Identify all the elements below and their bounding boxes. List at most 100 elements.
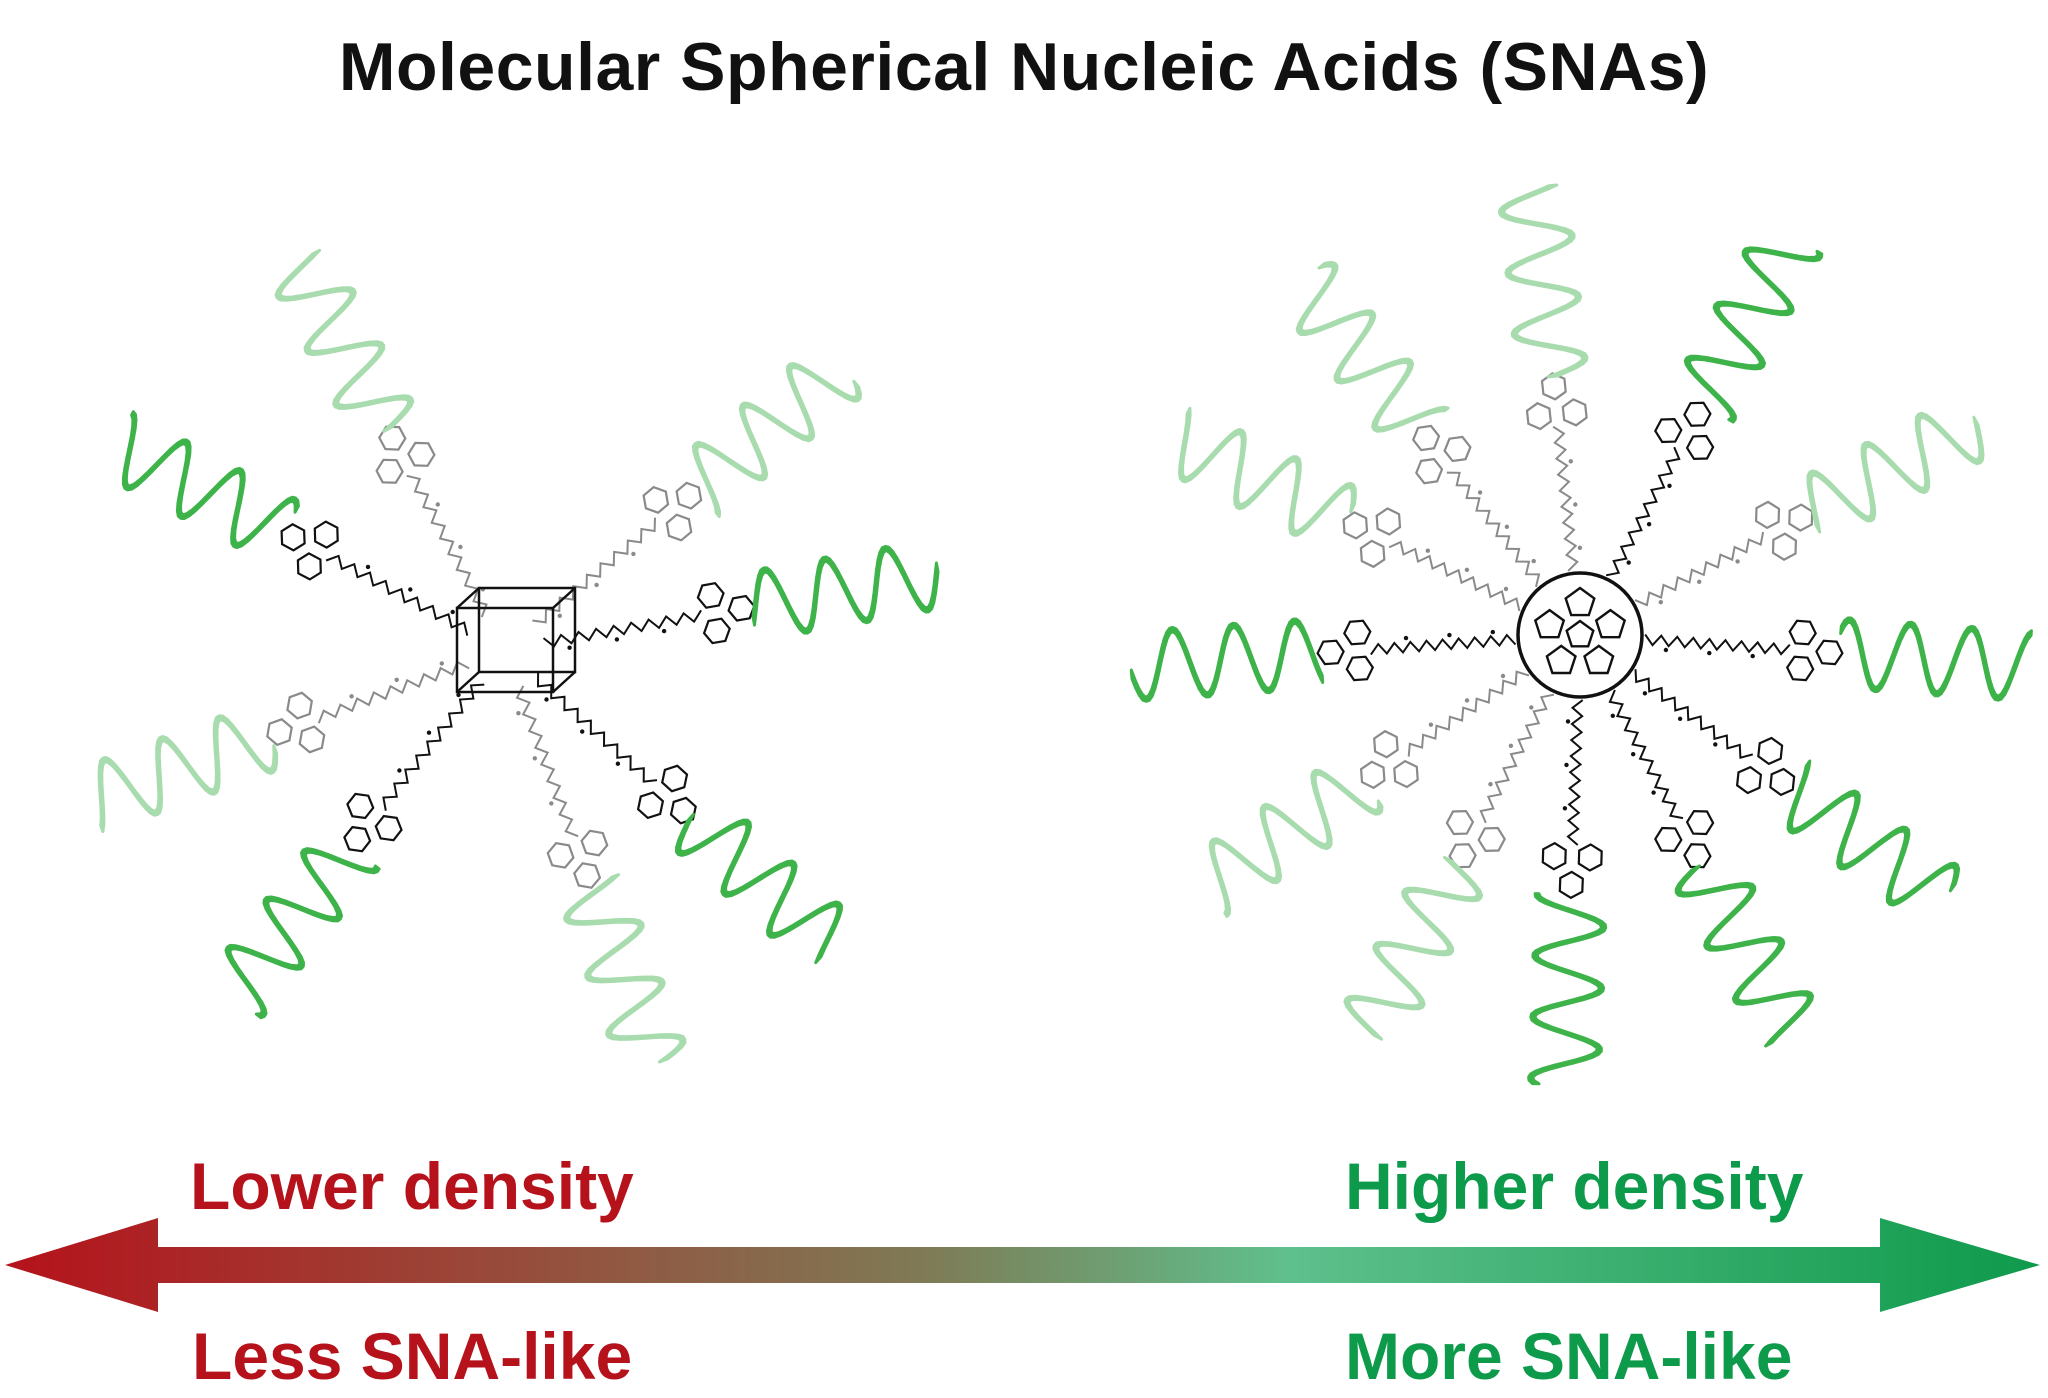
dna-helix-icon: [1498, 183, 1589, 379]
oxygen-atom-icon: [397, 768, 402, 773]
benzene-ring-icon: [580, 829, 609, 857]
benzene-ring-icon: [1540, 372, 1567, 401]
benzene-ring-icon: [1415, 457, 1444, 485]
benzene-ring-icon: [375, 458, 404, 484]
dna-helix-icon: [1129, 617, 1325, 703]
oxygen-atom-icon: [1735, 559, 1740, 564]
sna-arm: [1644, 616, 2033, 702]
benzene-ring-icon: [1577, 843, 1603, 872]
peg-linker: [325, 554, 469, 636]
dna-helix-icon: [675, 812, 843, 965]
silsesquioxane-cage-icon: [455, 586, 577, 694]
peg-linker: [382, 683, 485, 811]
dna-helix-icon: [224, 847, 381, 1020]
benzene-ring-icon: [1685, 434, 1715, 461]
oxygen-atom-icon: [408, 587, 413, 592]
dna-helix-icon: [1683, 246, 1824, 424]
oxygen-atom-icon: [394, 677, 399, 682]
sna-arm: [274, 248, 488, 618]
oxygen-atom-icon: [567, 645, 572, 650]
sna-arm: [536, 672, 843, 965]
peg-linker: [1388, 540, 1521, 612]
benzene-ring-icon: [702, 617, 731, 645]
peg-linker: [1552, 425, 1579, 572]
oxygen-atom-icon: [1447, 632, 1452, 638]
density-arrow: [5, 1218, 2040, 1312]
oxygen-atom-icon: [1562, 806, 1568, 811]
oxygen-atom-icon: [1663, 647, 1669, 653]
sna-arm: [1295, 260, 1541, 588]
benzene-ring-icon: [1316, 639, 1345, 666]
oxygen-atom-icon: [1531, 558, 1536, 564]
density-gradient-arrow: [5, 1218, 2040, 1312]
oxygen-atom-icon: [1508, 743, 1514, 748]
oxygen-atom-icon: [594, 582, 599, 588]
dna-helix-icon: [1806, 411, 1985, 534]
fullerene-cage-icon: [1516, 571, 1644, 699]
dna-helix-icon: [1674, 864, 1814, 1048]
benzene-ring-icon: [1443, 435, 1472, 463]
benzene-ring-icon: [573, 862, 602, 889]
oxygen-atom-icon: [1577, 545, 1583, 550]
sna-arm: [1498, 183, 1589, 572]
benzene-ring-icon: [1815, 639, 1844, 666]
benzene-ring-icon: [1541, 841, 1567, 871]
benzene-ring-icon: [636, 791, 665, 820]
sna-arm: [1634, 411, 1985, 607]
benzene-ring-icon: [669, 796, 697, 825]
dna-helix-icon: [121, 410, 300, 550]
low-density-sna: [97, 248, 940, 1064]
oxygen-atom-icon: [1568, 459, 1574, 464]
benzene-ring-icon: [298, 725, 326, 754]
benzene-ring-icon: [660, 764, 689, 793]
benzene-ring-icon: [1771, 532, 1798, 561]
oxygen-atom-icon: [1626, 560, 1631, 565]
benzene-ring-icon: [346, 792, 375, 820]
dna-helix-icon: [1295, 260, 1450, 433]
oxygen-atom-icon: [1573, 502, 1578, 507]
peg-linker: [1566, 699, 1584, 846]
oxygen-atom-icon: [1464, 698, 1470, 703]
benzene-ring-icon: [1735, 765, 1763, 795]
benzene-ring-icon: [378, 425, 407, 451]
benzene-ring-icon: [1375, 507, 1402, 536]
dna-helix-icon: [751, 545, 940, 635]
benzene-ring-icon: [343, 825, 372, 853]
benzene-ring-icon: [1685, 809, 1715, 836]
oxygen-atom-icon: [549, 801, 554, 806]
oxygen-atom-icon: [1503, 586, 1509, 592]
benzene-ring-icon: [1373, 729, 1399, 759]
benzene-ring-icon: [1359, 760, 1386, 790]
lower-density-label: Lower density: [190, 1149, 634, 1223]
benzene-ring-icon: [1359, 539, 1386, 569]
sna-arm: [515, 685, 687, 1064]
dna-helix-icon: [1839, 616, 2033, 702]
peg-linker: [1446, 471, 1541, 588]
dna-helix-icon: [1208, 768, 1384, 918]
sna-arm: [97, 660, 470, 834]
sna-arm: [121, 410, 469, 636]
benzene-ring-icon: [1448, 843, 1477, 869]
oxygen-atom-icon: [456, 692, 461, 698]
more-sna-like-label: More SNA-like: [1345, 1319, 1793, 1393]
benzene-ring-icon: [1561, 398, 1588, 427]
benzene-ring-icon: [407, 441, 436, 467]
peg-linker: [1608, 689, 1684, 820]
oxygen-atom-icon: [1631, 752, 1636, 757]
oxygen-atom-icon: [615, 761, 621, 766]
oxygen-atom-icon: [439, 661, 444, 666]
oxygen-atom-icon: [1713, 742, 1718, 747]
oxygen-atom-icon: [435, 502, 440, 507]
oxygen-atom-icon: [580, 729, 585, 734]
page-title: Molecular Spherical Nucleic Acids (SNAs): [338, 29, 1710, 105]
benzene-ring-icon: [642, 485, 670, 514]
benzene-ring-icon: [1757, 736, 1784, 766]
peg-linker: [1644, 633, 1791, 656]
oxygen-atom-icon: [544, 697, 549, 702]
sna-arm: [532, 362, 862, 624]
sna-arm: [542, 545, 940, 650]
oxygen-atom-icon: [516, 711, 521, 716]
benzene-ring-icon: [1343, 619, 1372, 646]
oxygen-atom-icon: [365, 564, 371, 570]
